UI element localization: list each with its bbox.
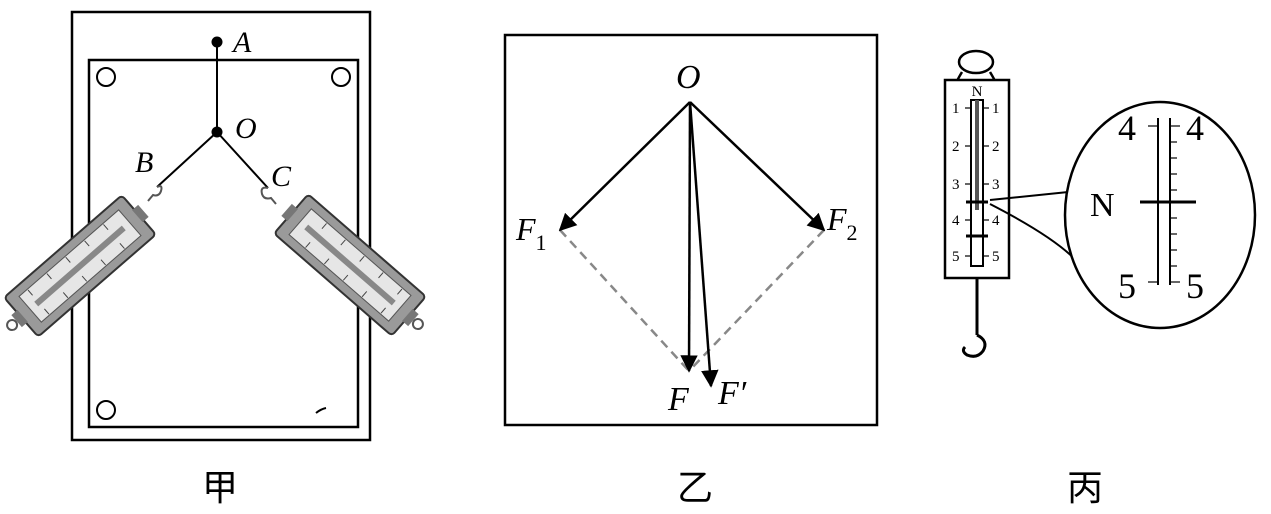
balance-unit: N — [972, 84, 983, 100]
pin-top-right — [331, 67, 351, 87]
dashed-f1-to-f — [559, 229, 690, 372]
zoom-ticks — [1148, 125, 1180, 283]
hook-b — [147, 185, 163, 202]
scale-label-2-left: 2 — [952, 139, 960, 155]
label-c: C — [271, 160, 292, 193]
scale-label-3-right: 3 — [992, 177, 1000, 193]
spring-balance-right — [274, 194, 426, 336]
label-origin-o: O — [676, 59, 701, 96]
balance-ticks — [965, 107, 989, 257]
label-o: O — [235, 112, 257, 145]
label-f-prime: F′ — [717, 375, 747, 412]
balance-spring — [975, 100, 979, 210]
arrow-f-prime — [688, 101, 719, 388]
zoom-label-4-left: 4 — [1118, 108, 1136, 148]
top-ring — [957, 49, 995, 75]
scale-label-5-left: 5 — [952, 249, 960, 265]
panel-yi: O F1 F2 F F′ 乙 — [503, 33, 879, 509]
label-f: F — [667, 381, 690, 418]
pin-top-left — [96, 67, 116, 87]
scale-label-4-right: 4 — [992, 213, 1000, 229]
zoom-label-4-right: 4 — [1186, 108, 1204, 148]
panel-jia: A O B C — [4, 10, 426, 509]
hook-c — [260, 186, 277, 205]
pin-bottom-left — [96, 400, 116, 420]
yi-frame — [503, 33, 879, 427]
callout-line-upper — [989, 190, 1079, 201]
string-oc — [216, 131, 269, 189]
knot-a — [211, 36, 223, 48]
scale-label-2-right: 2 — [992, 139, 1000, 155]
string-ob — [156, 131, 218, 188]
panel-bing: N 1 1 2 2 3 3 4 4 5 5 — [943, 49, 1257, 509]
balance-scale-labels: 1 1 2 2 3 3 4 4 5 5 — [952, 101, 1000, 265]
scale-label-4-left: 4 — [952, 213, 960, 229]
zoom-label-5-right: 5 — [1186, 266, 1204, 306]
paper-mark — [315, 407, 327, 414]
dashed-f2-to-f — [688, 229, 825, 372]
caption-bing: 丙 — [1067, 468, 1103, 509]
zoom-unit-label: N — [1090, 187, 1115, 224]
caption-jia: 甲 — [202, 468, 238, 509]
scale-label-1-left: 1 — [952, 101, 960, 117]
scale-label-1-right: 1 — [992, 101, 1000, 117]
scale-label-3-left: 3 — [952, 177, 960, 193]
label-f1: F1 — [515, 211, 547, 255]
arrow-f1 — [558, 101, 691, 232]
spring-balance-left — [4, 195, 156, 337]
knot-o — [211, 126, 223, 138]
arrow-f2 — [689, 101, 826, 232]
label-b: B — [135, 146, 153, 179]
balance-hook — [961, 333, 987, 358]
scale-label-5-right: 5 — [992, 249, 1000, 265]
arrow-f — [680, 101, 698, 373]
label-f2: F2 — [826, 201, 858, 245]
caption-yi: 乙 — [677, 468, 713, 509]
zoom-ellipse — [1063, 100, 1257, 330]
board-outer — [70, 10, 372, 442]
label-a: A — [231, 26, 252, 59]
zoom-label-5-left: 5 — [1118, 266, 1136, 306]
